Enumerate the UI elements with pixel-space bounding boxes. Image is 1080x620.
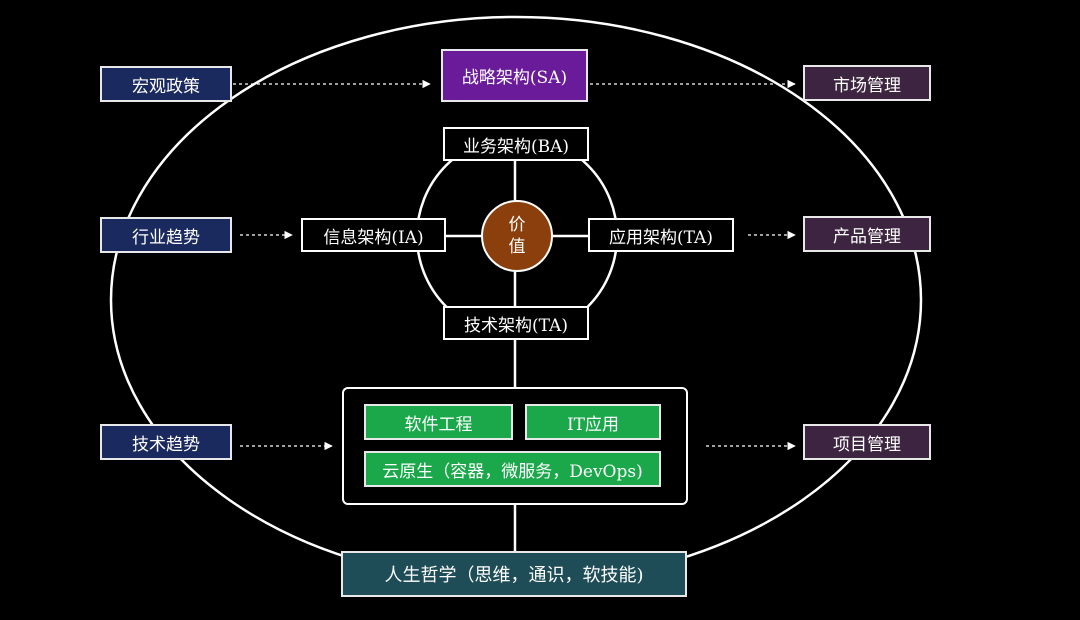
cloud-native: 云原生（容器，微服务，DevOps) (364, 451, 661, 487)
it-application: IT应用 (525, 404, 661, 440)
outcome-product-management: 产品管理 (803, 216, 931, 252)
value-label-line2: 值 (508, 237, 526, 257)
outcome-project-management: 项目管理 (803, 424, 931, 460)
value-circle: 价 值 (481, 200, 553, 272)
life-philosophy: 人生哲学（思维，通识，软技能) (341, 551, 687, 597)
outcome-market-management: 市场管理 (803, 65, 931, 101)
value-label-line1: 价 (508, 215, 526, 235)
strategy-architecture: 战略架构(SA) (441, 49, 588, 102)
factor-macro-policy: 宏观政策 (100, 66, 232, 102)
factor-industry-trend: 行业趋势 (100, 217, 232, 253)
business-architecture: 业务架构(BA) (443, 127, 589, 161)
technology-architecture: 技术架构(TA) (443, 306, 589, 340)
application-architecture: 应用架构(TA) (588, 218, 734, 252)
software-engineering: 软件工程 (364, 404, 513, 440)
factor-tech-trend: 技术趋势 (100, 424, 232, 460)
information-architecture: 信息架构(IA) (301, 218, 446, 252)
